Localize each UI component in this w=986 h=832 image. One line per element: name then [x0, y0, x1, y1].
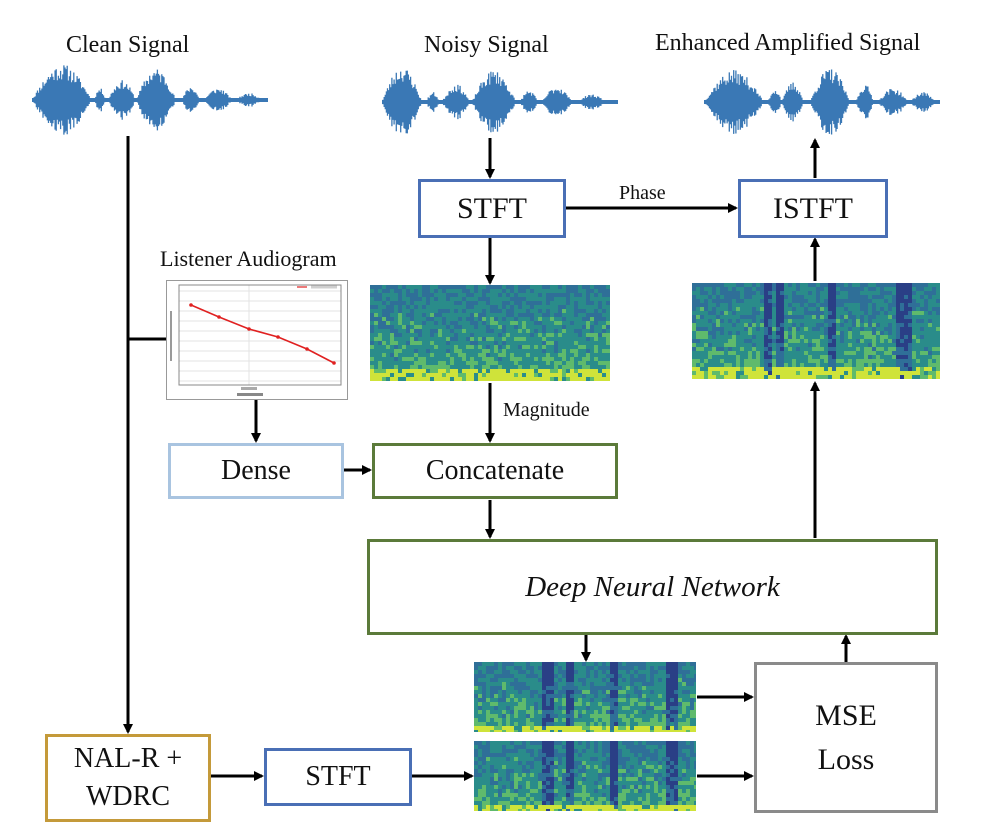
istft-box: ISTFT — [738, 179, 888, 238]
clean-waveform — [32, 65, 268, 135]
enhanced-waveform — [704, 69, 940, 135]
mse-loss-box: MSE Loss — [754, 662, 938, 813]
dnn-label: Deep Neural Network — [525, 570, 780, 603]
concatenate-box: Concatenate — [372, 443, 618, 499]
target-spectrogram — [474, 741, 696, 811]
stft-bottom-label: STFT — [305, 761, 371, 792]
dense-label: Dense — [221, 455, 291, 486]
enhanced-signal-label: Enhanced Amplified Signal — [655, 30, 921, 56]
audiogram-plot — [166, 280, 348, 400]
stft-box-top: STFT — [418, 179, 566, 238]
noisy-magnitude-spectrogram — [370, 285, 610, 381]
istft-label: ISTFT — [772, 191, 853, 225]
stft-top-label: STFT — [456, 191, 528, 225]
phase-label: Phase — [619, 182, 666, 204]
magnitude-label: Magnitude — [503, 399, 590, 421]
predicted-spectrogram — [474, 662, 696, 732]
dense-box: Dense — [168, 443, 344, 499]
loss-label: Loss — [817, 742, 875, 776]
mse-label: MSE — [815, 699, 877, 732]
noisy-signal-label: Noisy Signal — [424, 32, 549, 58]
nalr-label: NAL-R + — [73, 743, 183, 775]
deep-neural-network-box: Deep Neural Network — [367, 539, 938, 635]
listener-audiogram-label: Listener Audiogram — [160, 246, 337, 271]
waveform-trace — [704, 69, 940, 135]
waveform-trace — [32, 65, 268, 135]
concatenate-label: Concatenate — [425, 455, 565, 486]
wdrc-label: WDRC — [86, 781, 170, 812]
stft-box-bottom: STFT — [264, 748, 412, 806]
enhanced-magnitude-spectrogram — [692, 283, 940, 379]
noisy-waveform — [382, 70, 618, 134]
clean-signal-label: Clean Signal — [66, 32, 190, 58]
nalr-wdrc-box: NAL-R + WDRC — [45, 734, 211, 822]
waveform-trace — [382, 70, 618, 134]
